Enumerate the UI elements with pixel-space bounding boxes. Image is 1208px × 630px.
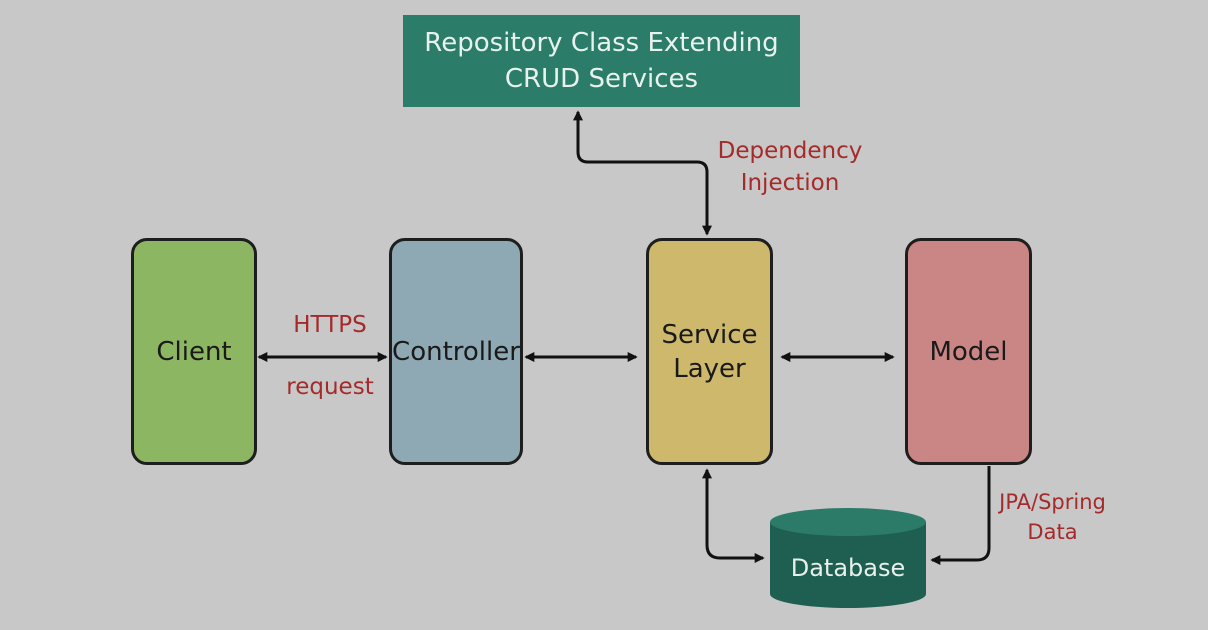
model-node: Model <box>905 238 1032 465</box>
repository-label: Repository Class Extending CRUD Services <box>424 28 779 94</box>
repository-node: Repository Class Extending CRUD Services <box>403 15 800 107</box>
request-label: request <box>286 374 374 400</box>
service-database-arrow <box>702 468 765 563</box>
repository-service-arrow <box>573 110 712 236</box>
controller-label: Controller <box>392 336 520 367</box>
database-label: Database <box>790 554 906 582</box>
controller-node: Controller <box>389 238 523 465</box>
database-cylinder <box>770 508 926 608</box>
client-label: Client <box>156 336 232 367</box>
model-database-arrow <box>930 466 991 565</box>
service-layer-node: Service Layer <box>646 238 773 465</box>
client-node: Client <box>131 238 257 465</box>
jpa-spring-data-label: JPA/Spring Data <box>999 490 1106 544</box>
dependency-injection-label: Dependency Injection <box>717 138 863 196</box>
service-layer-label: Service Layer <box>661 319 758 384</box>
model-label: Model <box>929 336 1008 367</box>
https-label: HTTPS <box>293 312 367 338</box>
